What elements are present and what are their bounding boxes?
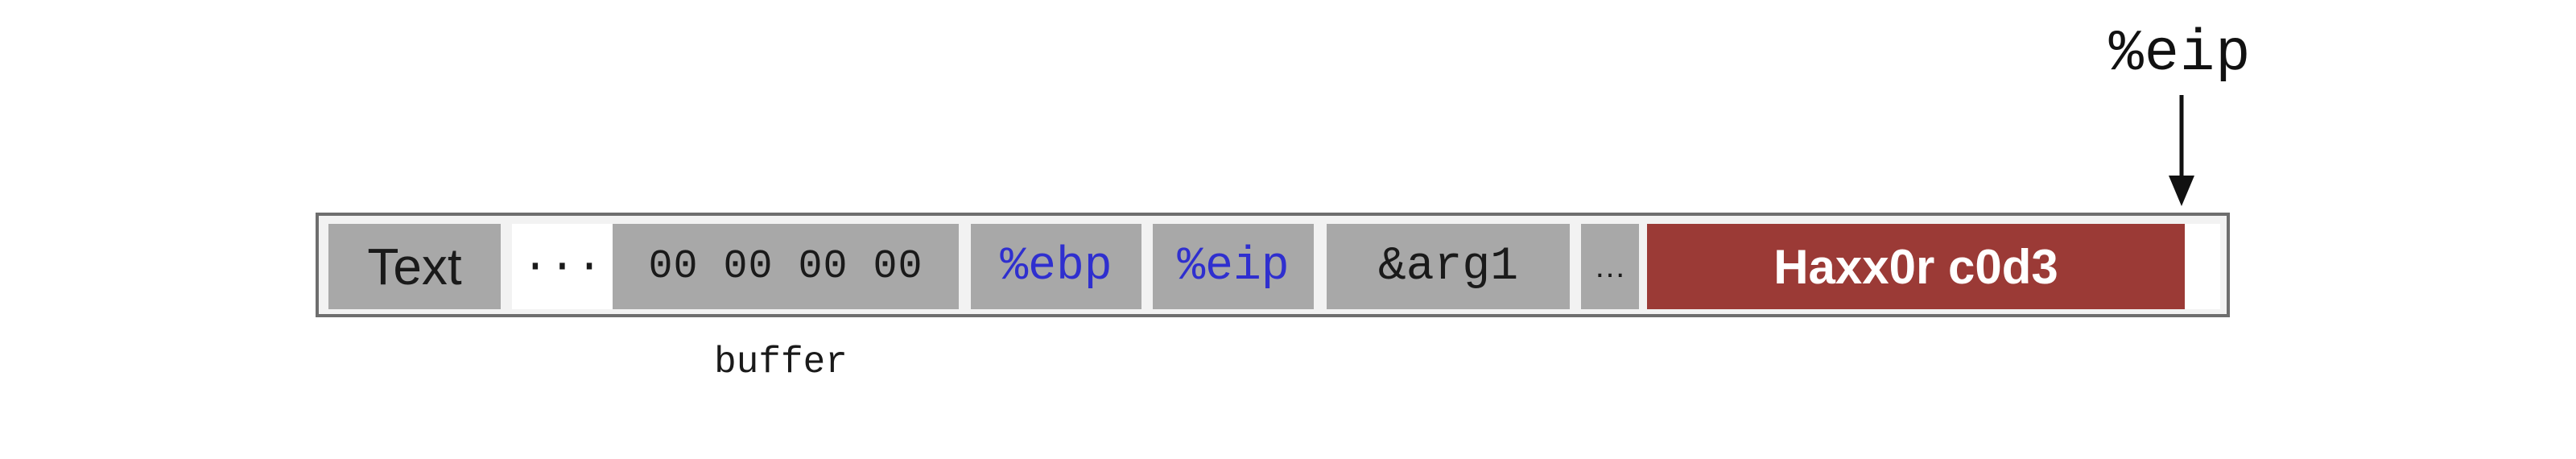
stack-cell-saved-eip: %eip [1153, 224, 1314, 309]
stack-cell-text: Text [328, 224, 501, 309]
stack-cell-more: … [1581, 224, 1639, 309]
stack-cell-arg1: &arg1 [1327, 224, 1570, 309]
stack-cell-saved-ebp: %ebp [971, 224, 1141, 309]
eip-pointer-label: %eip [2108, 21, 2252, 87]
stack-cell-gap: ··· [512, 224, 613, 309]
down-arrow-icon [2169, 95, 2194, 206]
stack-memory-layout: Text ··· 00 00 00 00 %ebp %eip &arg1 … H… [316, 213, 2230, 317]
stack-cell-tail [2185, 224, 2220, 309]
stack-cell-exploit-code: Haxx0r c0d3 [1647, 224, 2185, 309]
buffer-label: buffer [714, 341, 848, 383]
stack-cell-buffer-bytes: 00 00 00 00 [613, 224, 959, 309]
